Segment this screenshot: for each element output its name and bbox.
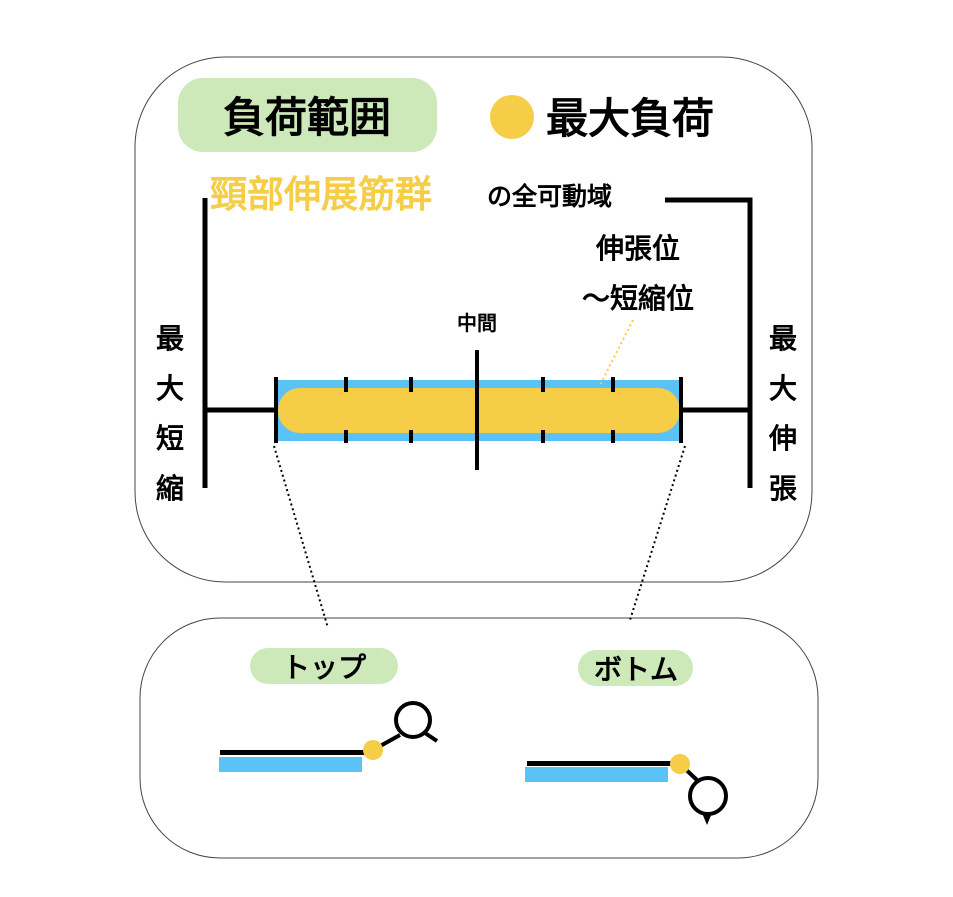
scale-ticks	[274, 350, 683, 470]
top-label: トップ	[282, 651, 367, 684]
range-note-line2: ～短縮位	[582, 282, 694, 315]
bottom-position-figure	[525, 754, 728, 825]
middle-label: 中間	[457, 311, 497, 335]
left-char: 縮	[156, 472, 184, 505]
right-end-label: 最 大 伸 張	[768, 322, 797, 505]
bottom-label-box	[578, 650, 693, 686]
bottom-connector	[629, 445, 686, 621]
max-load-dot-icon	[490, 95, 534, 139]
left-end-label: 最 大 短 縮	[156, 322, 184, 505]
bottom-label: ボトム	[594, 653, 678, 686]
top-panel	[134, 56, 813, 583]
left-char: 短	[156, 422, 184, 455]
right-char: 最	[769, 322, 797, 355]
range-bracket	[202, 197, 753, 488]
range-label: 負荷範囲	[223, 93, 391, 142]
right-char: 大	[769, 372, 797, 405]
range-note-line1: 伸張位	[595, 232, 680, 265]
top-position-figure	[219, 701, 439, 772]
right-char: 張	[769, 472, 797, 505]
bottom-panel	[139, 617, 819, 859]
note-leader-line	[599, 319, 634, 386]
head-icon	[688, 776, 728, 816]
right-char: 伸	[768, 422, 797, 455]
top-label-box	[250, 648, 398, 684]
title-suffix: の全可動域	[487, 182, 612, 211]
head-icon	[394, 701, 432, 739]
left-char: 最	[156, 322, 184, 355]
max-load-label: 最大負荷	[546, 94, 714, 143]
left-char: 大	[156, 372, 184, 405]
top-connector	[273, 445, 329, 629]
pivot-dot-icon	[363, 740, 383, 760]
muscle-name: 頸部伸展筋群	[210, 173, 432, 216]
pivot-dot-icon	[670, 754, 690, 774]
range-label-box	[178, 78, 437, 152]
